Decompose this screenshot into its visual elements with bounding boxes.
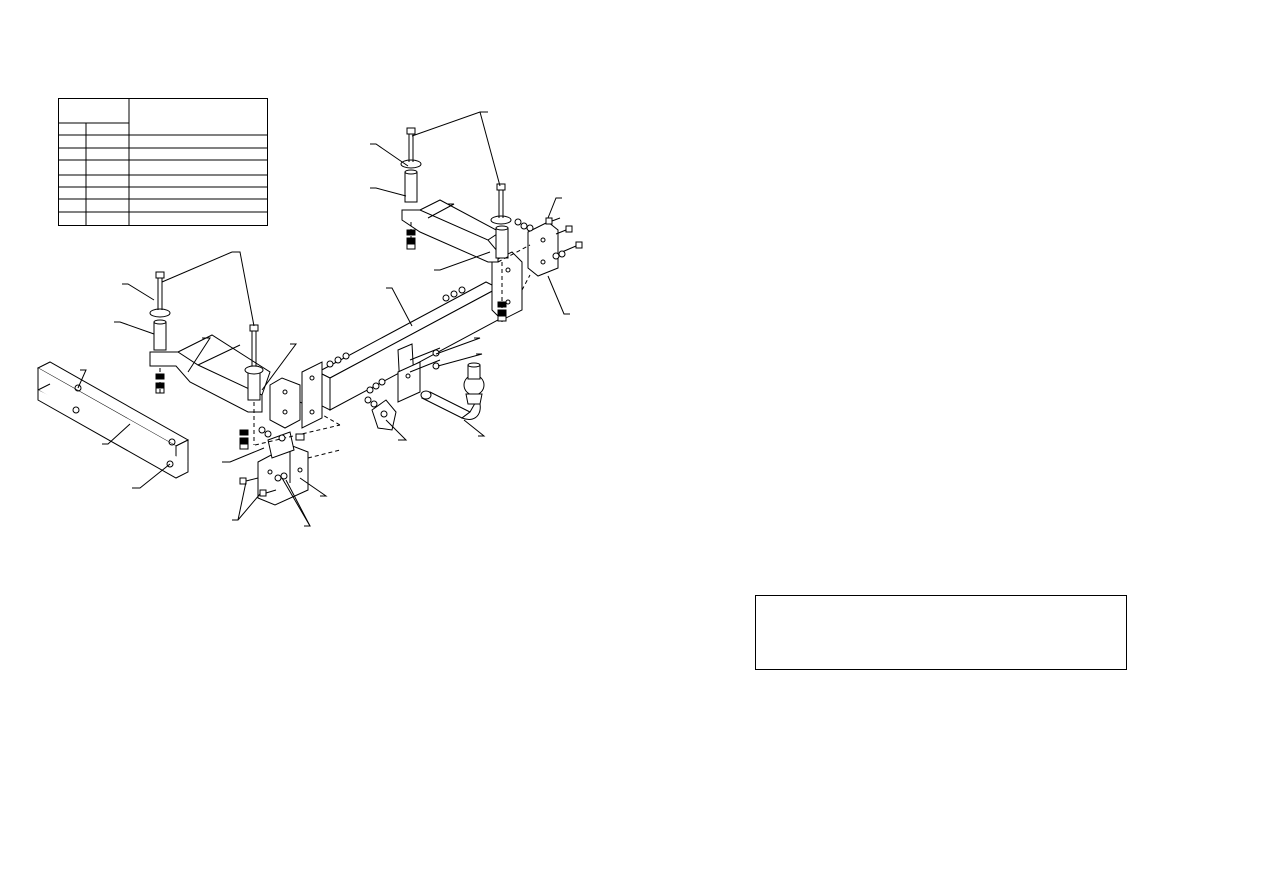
bolt-icon [155, 271, 165, 279]
tow-ball-assembly [364, 347, 485, 431]
parts-table-grid [58, 98, 268, 226]
washer-icon [149, 308, 171, 318]
socket-plate-icon [371, 399, 397, 431]
left-lower-bracket [239, 401, 341, 506]
spacer-icon [153, 321, 167, 351]
left-side-arm [149, 271, 301, 450]
chassis-channel [36, 361, 190, 479]
parts-table [58, 98, 268, 226]
leader-lines [77, 111, 570, 527]
right-side-arm [400, 127, 583, 322]
note-box [755, 595, 1127, 670]
main-cross-beam [301, 251, 523, 429]
